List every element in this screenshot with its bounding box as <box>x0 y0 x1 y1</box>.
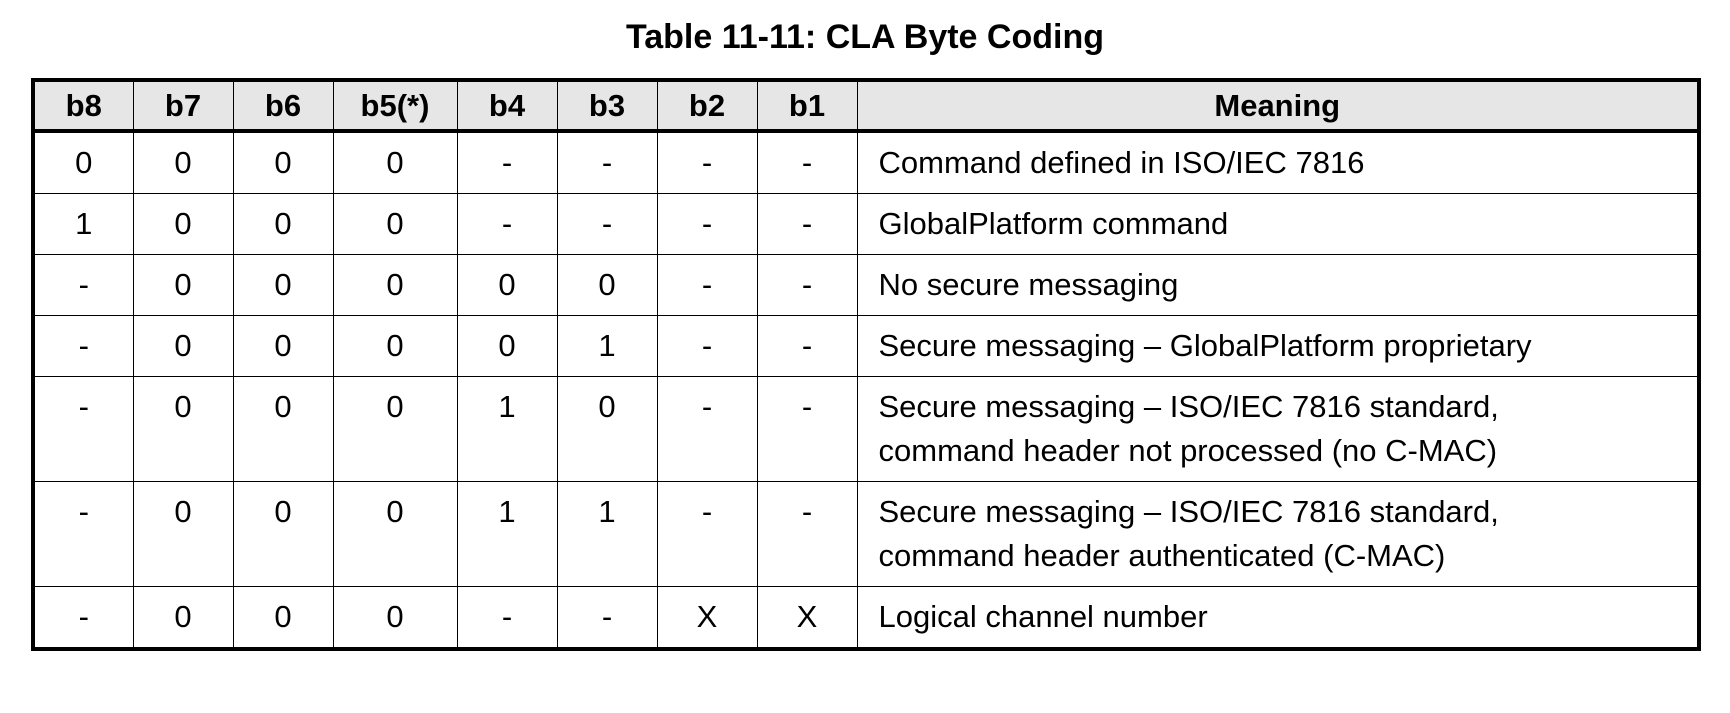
bit-cell: - <box>756 315 858 377</box>
bit-cell: - <box>656 254 758 316</box>
bit-cell: - <box>756 376 858 482</box>
meaning-cell: Secure messaging – GlobalPlatform propri… <box>856 315 1700 377</box>
meaning-cell: Command defined in ISO/IEC 7816 <box>856 130 1700 194</box>
bit-cell: - <box>32 376 134 482</box>
meaning-line: Secure messaging – ISO/IEC 7816 standard… <box>878 494 1499 529</box>
header-b6: b6 <box>232 79 334 133</box>
bit-cell: 0 <box>232 130 334 194</box>
header-b7: b7 <box>132 79 234 133</box>
bit-cell: 0 <box>332 130 458 194</box>
bit-cell: 1 <box>456 481 558 587</box>
meaning-line: command header authenticated (C-MAC) <box>878 538 1446 573</box>
meaning-line: Secure messaging – ISO/IEC 7816 standard… <box>878 389 1499 424</box>
bit-cell: - <box>32 586 134 650</box>
bit-cell: - <box>456 130 558 194</box>
bit-cell: 0 <box>232 254 334 316</box>
bit-cell: 0 <box>332 481 458 587</box>
bit-cell: - <box>756 254 858 316</box>
bit-cell: 0 <box>232 586 334 650</box>
bit-cell: X <box>756 586 858 650</box>
bit-cell: - <box>656 481 758 587</box>
meaning-cell: GlobalPlatform command <box>856 193 1700 255</box>
bit-cell: 1 <box>556 481 658 587</box>
bit-cell: 0 <box>332 315 458 377</box>
table-row: - 0 0 0 0 1 - - Secure messaging – Globa… <box>32 315 1700 377</box>
bit-cell: 0 <box>232 315 334 377</box>
bit-cell: - <box>32 254 134 316</box>
bit-cell: 0 <box>332 193 458 255</box>
meaning-cell: No secure messaging <box>856 254 1700 316</box>
header-b8: b8 <box>32 79 134 133</box>
meaning-line: Command defined in ISO/IEC 7816 <box>878 145 1365 180</box>
bit-cell: - <box>656 193 758 255</box>
bit-cell: 0 <box>132 254 234 316</box>
bit-cell: 0 <box>556 376 658 482</box>
bit-cell: 0 <box>456 315 558 377</box>
table-row: - 0 0 0 - - X X Logical channel number <box>32 586 1700 650</box>
meaning-cell: Secure messaging – ISO/IEC 7816 standard… <box>856 481 1700 587</box>
bit-cell: - <box>756 130 858 194</box>
bit-cell: - <box>756 193 858 255</box>
bit-cell: 0 <box>456 254 558 316</box>
bit-cell: 1 <box>32 193 134 255</box>
bit-cell: 0 <box>132 586 234 650</box>
bit-cell: 0 <box>132 193 234 255</box>
bit-cell: 0 <box>232 376 334 482</box>
table-caption: Table 11-11: CLA Byte Coding <box>626 18 1104 56</box>
bit-cell: 0 <box>132 315 234 377</box>
meaning-cell: Logical channel number <box>856 586 1700 650</box>
table-row: 0 0 0 0 - - - - Command defined in ISO/I… <box>32 130 1700 194</box>
cla-byte-coding-table: b8 b7 b6 b5(*) b4 b3 b2 b1 Meaning 0 0 0… <box>31 78 1701 651</box>
bit-cell: 1 <box>456 376 558 482</box>
header-b3: b3 <box>556 79 658 133</box>
bit-cell: - <box>756 481 858 587</box>
bit-cell: - <box>656 130 758 194</box>
bit-cell: - <box>32 315 134 377</box>
header-meaning: Meaning <box>856 79 1700 133</box>
bit-cell: 0 <box>132 481 234 587</box>
meaning-line: Logical channel number <box>878 599 1208 634</box>
meaning-line: Secure messaging – GlobalPlatform propri… <box>878 328 1532 363</box>
bit-cell: - <box>656 376 758 482</box>
table-row: 1 0 0 0 - - - - GlobalPlatform command <box>32 193 1700 255</box>
bit-cell: 0 <box>332 376 458 482</box>
meaning-line: No secure messaging <box>878 267 1179 302</box>
bit-cell: 0 <box>132 376 234 482</box>
bit-cell: - <box>456 586 558 650</box>
bit-cell: - <box>656 315 758 377</box>
header-row: b8 b7 b6 b5(*) b4 b3 b2 b1 Meaning <box>32 79 1700 133</box>
table-row: - 0 0 0 1 0 - - Secure messaging – ISO/I… <box>32 376 1700 482</box>
bit-cell: - <box>556 193 658 255</box>
meaning-line: command header not processed (no C-MAC) <box>878 433 1498 468</box>
bit-cell: 0 <box>332 586 458 650</box>
bit-cell: - <box>32 481 134 587</box>
bit-cell: - <box>556 130 658 194</box>
meaning-cell: Secure messaging – ISO/IEC 7816 standard… <box>856 376 1700 482</box>
header-b5: b5(*) <box>332 79 458 133</box>
bit-cell: 0 <box>232 193 334 255</box>
meaning-line: GlobalPlatform command <box>878 206 1229 241</box>
header-b1: b1 <box>756 79 858 133</box>
bit-cell: 1 <box>556 315 658 377</box>
bit-cell: X <box>656 586 758 650</box>
header-b4: b4 <box>456 79 558 133</box>
bit-cell: 0 <box>32 130 134 194</box>
bit-cell: 0 <box>232 481 334 587</box>
header-b2: b2 <box>656 79 758 133</box>
table-row: - 0 0 0 1 1 - - Secure messaging – ISO/I… <box>32 481 1700 587</box>
bit-cell: - <box>556 586 658 650</box>
table-row: - 0 0 0 0 0 - - No secure messaging <box>32 254 1700 316</box>
bit-cell: 0 <box>332 254 458 316</box>
bit-cell: - <box>456 193 558 255</box>
bit-cell: 0 <box>132 130 234 194</box>
bit-cell: 0 <box>556 254 658 316</box>
